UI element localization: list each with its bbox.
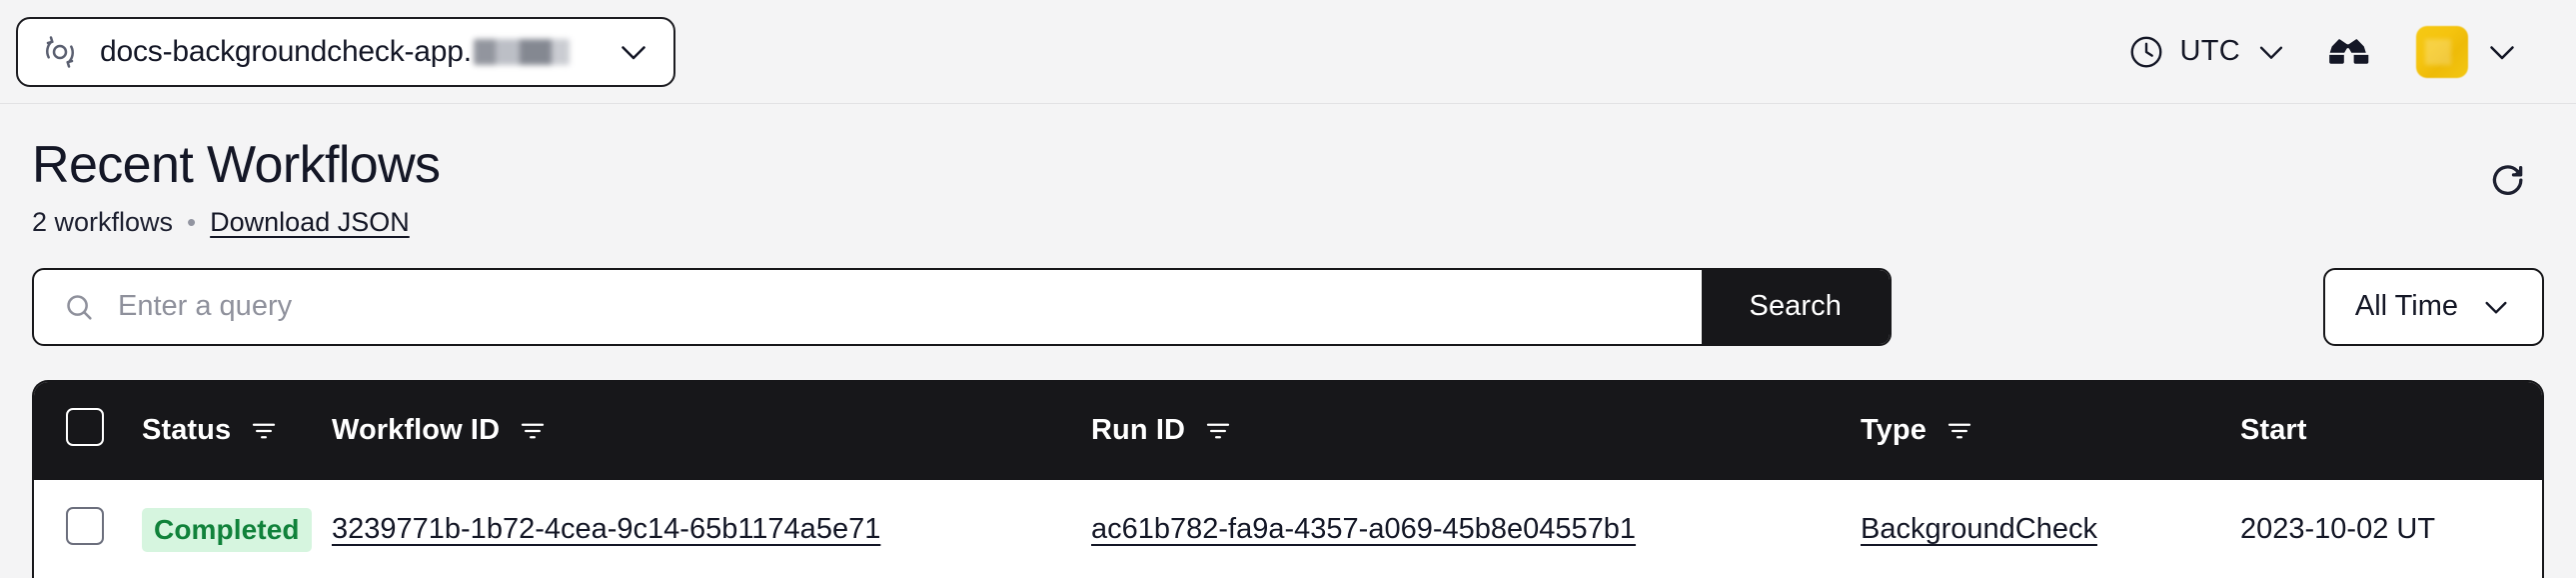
namespace-selector[interactable]: docs-backgroundcheck-app. [16, 16, 675, 87]
column-header-select-all [34, 382, 142, 480]
top-navigation-bar: docs-backgroundcheck-app. UTC [0, 0, 2576, 104]
column-header-workflow-id: Workflow ID [332, 382, 1091, 480]
page-header: Recent Workflows 2 workflows • Download … [32, 104, 2544, 238]
namespace-cycle-icon [40, 32, 80, 72]
search-bar: Search [32, 267, 1892, 346]
namespace-label: docs-backgroundcheck-app. [100, 35, 570, 69]
workflow-count: 2 workflows [32, 206, 174, 237]
select-all-checkbox[interactable] [66, 407, 104, 446]
table-header-row: Status Workflow ID [34, 381, 2542, 480]
chevron-down-icon[interactable] [2480, 291, 2512, 323]
topbar-right-group: UTC [2111, 16, 2538, 88]
time-range-label: All Time [2354, 290, 2458, 323]
start-time-value: 2023-10-02 UT [2240, 513, 2436, 546]
workflow-type-link[interactable]: BackgroundCheck [1861, 513, 2097, 546]
search-icon [62, 290, 96, 324]
workflows-table: Status Workflow ID [32, 379, 2544, 578]
workflow-id-link[interactable]: 3239771b-1b72-4cea-9c14-65b1174a5e71 [332, 513, 881, 546]
start-time-cell: 2023-10-02 UT [2240, 479, 2542, 578]
user-menu[interactable] [2394, 16, 2538, 88]
run-id-cell: ac61b782-fa9a-4357-a069-45b8e04557b1 [1091, 479, 1861, 578]
timezone-selector[interactable]: UTC [2111, 23, 2304, 81]
row-checkbox[interactable] [66, 506, 104, 545]
separator-dot: • [187, 207, 197, 238]
timezone-label: UTC [2179, 35, 2240, 67]
search-input[interactable] [118, 290, 1674, 324]
clock-icon [2127, 33, 2165, 71]
column-label-workflow-id: Workflow ID [332, 414, 501, 447]
status-cell: Completed [142, 479, 332, 578]
workflow-id-cell: 3239771b-1b72-4cea-9c14-65b1174a5e71 [332, 479, 1091, 578]
page-subline: 2 workflows • Download JSON [32, 207, 2544, 238]
time-range-dropdown[interactable]: All Time [2322, 267, 2544, 346]
column-header-run-id: Run ID [1091, 382, 1861, 480]
row-select-cell [34, 479, 142, 578]
download-json-link[interactable]: Download JSON [210, 206, 410, 237]
chevron-down-icon[interactable] [590, 34, 651, 70]
chevron-down-icon[interactable] [2484, 34, 2520, 70]
table-row[interactable]: Completed 3239771b-1b72-4cea-9c14-65b117… [34, 479, 2542, 578]
column-label-status: Status [142, 414, 232, 447]
search-field[interactable] [34, 270, 1702, 344]
page-title: Recent Workflows [32, 136, 441, 194]
page-content: Recent Workflows 2 workflows • Download … [0, 104, 2576, 578]
column-header-status: Status [142, 382, 332, 480]
avatar [2416, 25, 2468, 78]
filter-icon[interactable] [1203, 416, 1233, 446]
chevron-down-icon[interactable] [2254, 35, 2288, 69]
column-header-start: Start [2240, 382, 2542, 480]
column-label-start: Start [2240, 414, 2307, 447]
column-label-type: Type [1861, 414, 1927, 447]
status-badge: Completed [142, 507, 312, 552]
column-header-type: Type [1861, 382, 2240, 480]
search-button[interactable]: Search [1701, 269, 1890, 344]
run-id-link[interactable]: ac61b782-fa9a-4357-a069-45b8e04557b1 [1091, 513, 1637, 546]
column-label-run-id: Run ID [1091, 414, 1186, 447]
namespace-redacted-suffix [473, 38, 570, 65]
filter-icon[interactable] [249, 416, 279, 446]
glasses-icon[interactable] [2304, 17, 2394, 87]
filter-icon[interactable] [1944, 416, 1974, 446]
filter-icon[interactable] [518, 416, 548, 446]
type-cell: BackgroundCheck [1861, 479, 2240, 578]
search-row: Search All Time [32, 267, 2544, 346]
refresh-icon[interactable] [2478, 152, 2538, 212]
